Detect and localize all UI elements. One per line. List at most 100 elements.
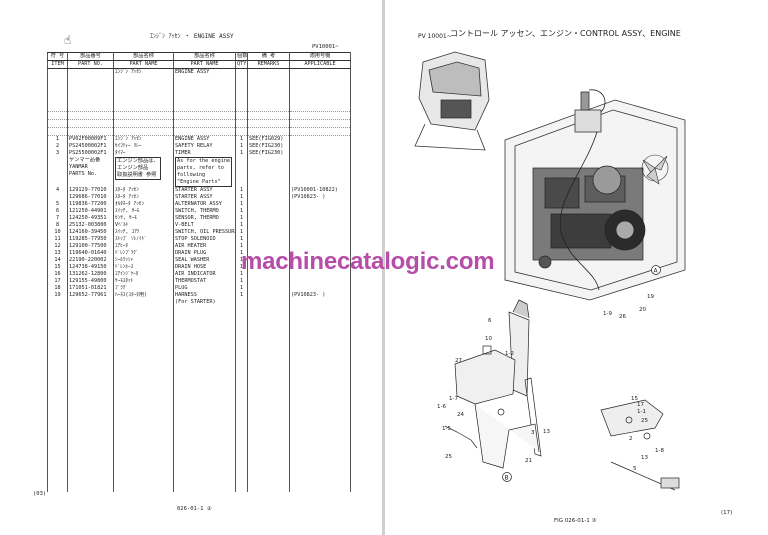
header-item-jp: 符 号: [47, 52, 68, 61]
cell-remarks: [247, 284, 290, 292]
cell-app: (PV10823- ): [289, 193, 351, 201]
right-page-title: コントロール アッセン、エンジン・CONTROL ASSY、ENGINE: [450, 29, 681, 38]
cell-name-en: SEAL WASHER: [173, 256, 236, 264]
cell-name-en: (For STARTER): [173, 298, 236, 306]
cell-remarks: [247, 235, 290, 243]
cell-name-jp: ﾄﾞﾚﾝﾎｰｽ: [113, 263, 174, 271]
cell-remarks: SEE(FIG230): [247, 149, 290, 157]
cell-qty: 1: [235, 142, 248, 150]
engine-control-diagram: A B 610271-21-51-7242521131-631-92026191…: [414, 51, 686, 491]
throttle-lever-assembly: [444, 299, 542, 469]
cell-app: [289, 284, 351, 292]
cell-name-en: THERMOSTAT: [173, 277, 236, 285]
cell-name-jp: ｴｱｲﾝｼﾞｹｰﾀ: [113, 270, 174, 278]
cell-remarks: [247, 277, 290, 285]
cell-item: 12: [47, 242, 68, 250]
header-part-jp: 部品番号: [67, 52, 114, 61]
left-page-title: ｴﾝｼﾞﾝ ｱｯｾﾝ ・ ENGINE ASSY: [150, 33, 234, 40]
cell-item: 4: [47, 186, 68, 194]
cell-part: 119836-77200: [67, 200, 114, 208]
cell-app: [289, 249, 351, 257]
cell-app: [289, 242, 351, 250]
cell-name-en: HARNESS: [173, 291, 236, 299]
part-number-label: 1-9: [603, 311, 612, 317]
left-catalog-page: ☝ ｴﾝｼﾞﾝ ｱｯｾﾝ ・ ENGINE ASSY PV10001~ 符 号 …: [0, 0, 382, 535]
header-qty-en: QTY: [235, 60, 248, 69]
watermark-text: machinecatalogic.com: [241, 248, 495, 275]
cell-item: 2: [47, 142, 68, 150]
header-remarks-jp: 備 考: [247, 52, 290, 61]
cell-name-en: DRAIN HOSE: [173, 263, 236, 271]
cell-part: PS25500002F1: [67, 149, 114, 157]
cell-item: 7: [47, 214, 68, 222]
cell-name-jp: ｴﾝｼﾞﾝ ｱｯｾﾝ: [113, 135, 174, 143]
throttle-cable: [559, 131, 600, 291]
cell-name-jp: ｾｲﾌﾃｨｰ ﾘﾚｰ: [113, 142, 174, 150]
cell-part: 119640-01640: [67, 249, 114, 257]
cell-name-jp: ｾﾝｻ, ｻｰﾓ: [113, 214, 174, 222]
part-number-label: 10: [485, 336, 492, 342]
table-header-jp: 符 号 部品番号 部品名称 部品名称 個数 備 考 適用号機: [47, 52, 351, 61]
assembly-row: ｴﾝｼﾞﾝ ｱｯｾﾝ ENGINE ASSY: [47, 68, 351, 112]
part-number-label: 13: [543, 429, 550, 435]
part-number-label: 25: [445, 454, 452, 460]
cell-part: PV02F00009F1: [67, 135, 114, 143]
cell-app: [289, 200, 351, 208]
cell-name-jp: ｴｱﾋｰﾀ: [113, 242, 174, 250]
radiator-fan: [641, 154, 669, 185]
cell-item: [47, 193, 68, 201]
part-number-label: 19: [647, 294, 654, 300]
book-spine: [382, 0, 385, 535]
cell-qty: 1: [235, 235, 248, 243]
callout-a-label: A: [654, 268, 659, 275]
cell-app: (PV10823- ): [289, 291, 351, 299]
part-number-label: 27: [455, 358, 462, 364]
cell-app: [289, 256, 351, 264]
cell-qty: 1: [235, 193, 248, 201]
cell-part: [67, 298, 114, 306]
note-jp: エンジン部品は、エンジン部品取扱説明書 参照: [113, 156, 174, 187]
cell-part: 121250-44901: [67, 207, 114, 215]
cell-item: 18: [47, 284, 68, 292]
part-number-label: 5: [633, 466, 637, 472]
right-figure-code: FIG 026-01-1 ③: [554, 518, 597, 524]
cell-remarks: SEE(FIG029): [247, 135, 290, 143]
cell-app: [289, 270, 351, 278]
cell-app: [289, 149, 351, 157]
cell-name-jp: ﾌﾟﾗｸﾞ: [113, 284, 174, 292]
cell-name-jp: [113, 298, 174, 306]
cell-name-jp: ｽﾀｰﾀ ｱｯｾﾝ: [113, 193, 174, 201]
part-number-label: 3: [531, 430, 535, 436]
cell-part: 171051-01821: [67, 284, 114, 292]
header-name-jp: 部品名称: [113, 52, 174, 61]
cell-remarks: [247, 186, 290, 194]
hand-pointer-icon: ☝: [64, 33, 72, 47]
cell-part: PS24500002F1: [67, 142, 114, 150]
part-number-label: 1-7: [449, 396, 458, 402]
cell-item: 1: [47, 135, 68, 143]
cell-item: 11: [47, 235, 68, 243]
cell-app: (PV10001-10822): [289, 186, 351, 194]
cell-remarks: [247, 214, 290, 222]
header-qty-jp: 個数: [235, 52, 248, 61]
cell-name-en: STARTER ASSY: [173, 193, 236, 201]
part-number-label: 6: [488, 318, 492, 324]
cell-name-jp: ｼｰﾙﾜｯｼｬ: [113, 256, 174, 264]
cell-remarks: [247, 193, 290, 201]
